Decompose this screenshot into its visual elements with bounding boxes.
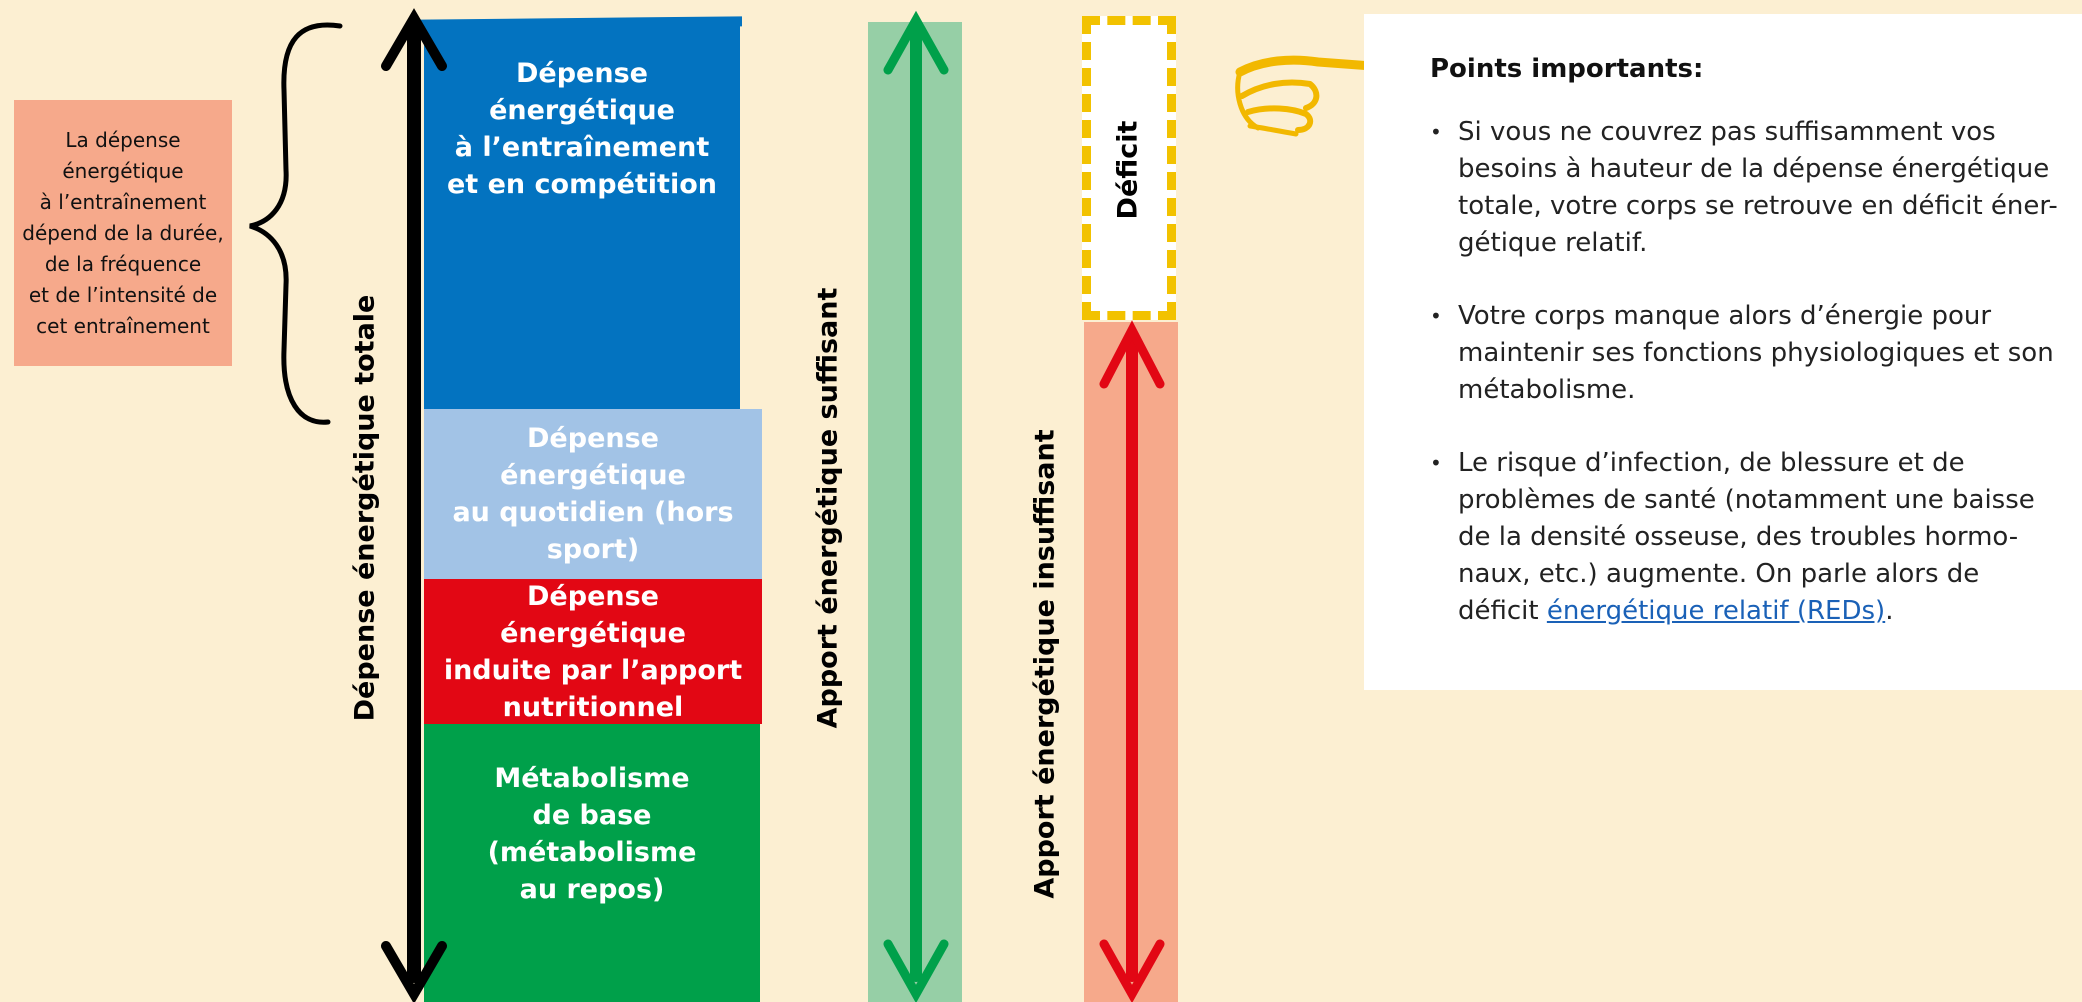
pointing-hand-icon — [1235, 55, 1377, 137]
daily-expense-block: Dépense énergétique au quotidien (hors s… — [424, 409, 762, 579]
curly-brace — [249, 22, 343, 425]
key-points-panel: Points importants: Si vous ne couvrez pa… — [1364, 14, 2082, 690]
insufficient-intake-label: Apport énergétique insuffisant — [1029, 429, 1061, 899]
reds-link[interactable]: énergétique relatif (REDs) — [1546, 596, 1886, 626]
total-expense-label: Dépense énergétique totale — [349, 294, 381, 722]
key-point-3: Le risque d’infection, de blessure et de… — [1430, 445, 2058, 630]
total-expense-arrow — [381, 8, 447, 1002]
diet-induced-expense-block: Dépense énergétique induite par l’apport… — [424, 579, 762, 724]
insufficient-intake-arrow — [1099, 320, 1165, 1002]
sufficient-intake-label: Apport énergétique suffisant — [812, 287, 844, 729]
training-line: Dépense — [516, 58, 648, 89]
key-point-2: Votre corps manque alors d’énergie pour … — [1430, 298, 2058, 409]
sufficient-intake-arrow — [883, 10, 949, 1002]
deficit-label: Déficit — [1112, 120, 1144, 220]
key-point-3-text: Le risque d’infection, de blessure et de… — [1458, 448, 2035, 626]
training-expense-note: La dépense énergétique à l’entraînement … — [14, 100, 232, 366]
panel-title: Points importants: — [1430, 54, 1704, 84]
bmr-line: au repos) — [519, 874, 665, 905]
key-point-1: Si vous ne couvrez pas suffisamment vos … — [1430, 114, 2058, 262]
key-points-list: Si vous ne couvrez pas suffisamment vos … — [1430, 114, 2058, 630]
induced-line: induite par l’apport — [443, 654, 743, 686]
note-line: dépend de la durée, — [22, 220, 224, 245]
training-line: et en compétition — [447, 169, 717, 200]
training-line: à l’entraînement — [454, 132, 710, 163]
daily-line: sport) — [546, 534, 640, 565]
induced-line: Dépense énergétique — [500, 580, 686, 649]
deficit-box — [1082, 16, 1176, 320]
key-point-3-end: . — [1885, 596, 1894, 626]
training-line: énergétique — [489, 95, 675, 126]
note-line: énergétique — [62, 158, 184, 183]
induced-line: nutritionnel — [502, 691, 684, 723]
bmr-line: de base — [532, 800, 652, 831]
note-line: La dépense — [65, 127, 181, 152]
note-line: cet entraînement — [36, 313, 210, 338]
bmr-line: (métabolisme — [487, 837, 697, 868]
basal-metabolism-block: Métabolisme de base (métabolisme au repo… — [424, 724, 760, 1002]
note-line: à l’entraînement — [39, 189, 207, 214]
bmr-line: Métabolisme — [494, 763, 690, 794]
note-line: de la fréquence — [44, 251, 202, 276]
daily-line: au quotidien (hors — [452, 497, 734, 528]
note-line: et de l’intensité de — [28, 282, 218, 307]
training-expense-block: Dépense énergétique à l’entraînement et … — [424, 25, 740, 409]
daily-line: Dépense énergétique — [500, 423, 686, 491]
